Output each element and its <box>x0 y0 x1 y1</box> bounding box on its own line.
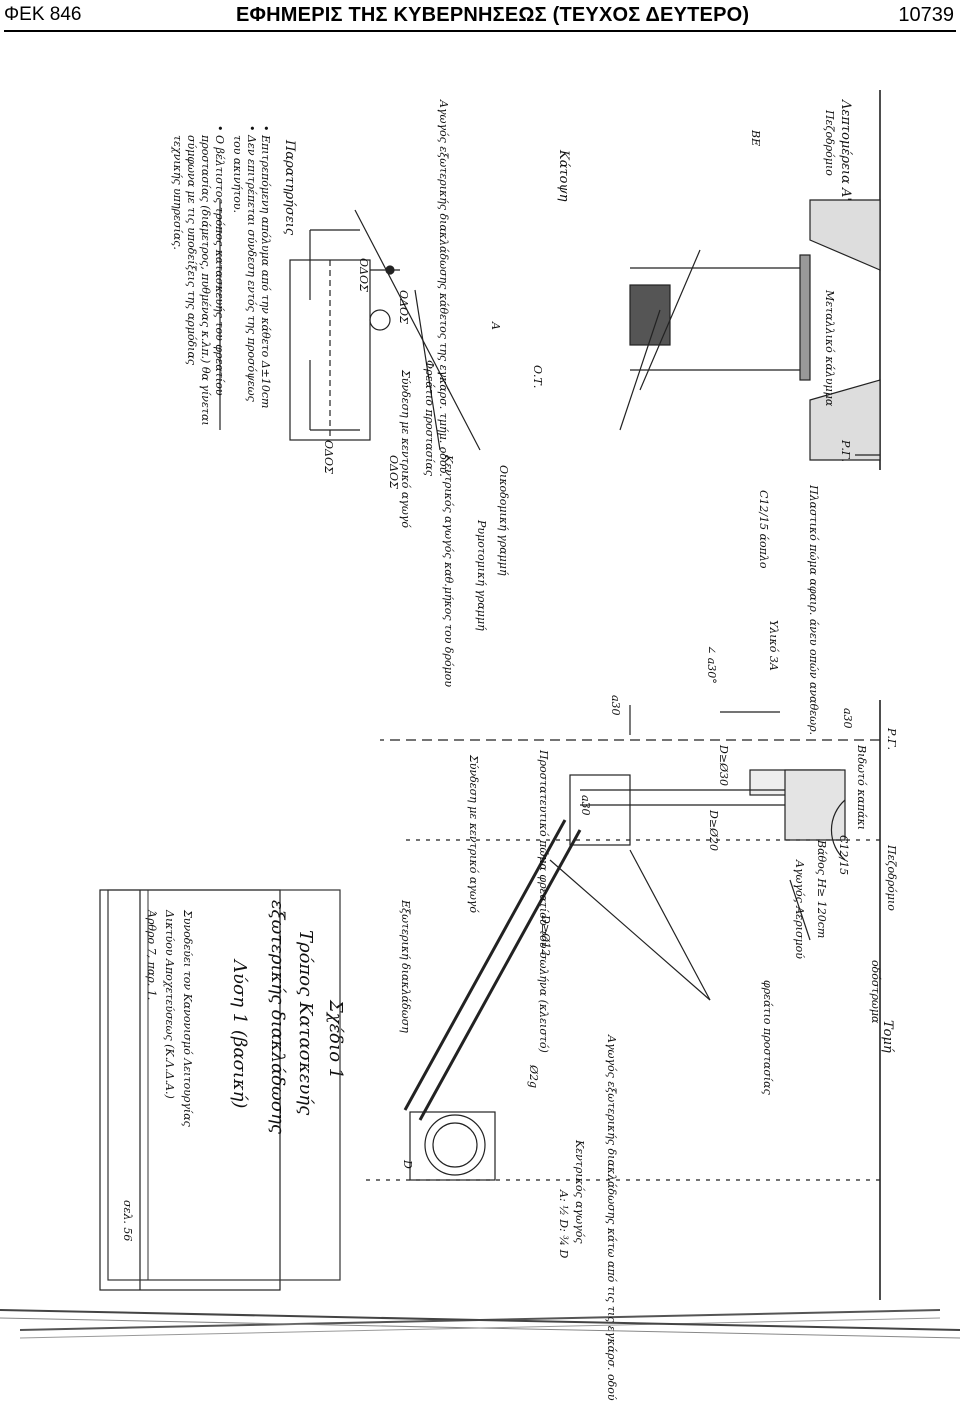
label-detail-a: Λεπτομέρεια Α' <box>838 99 853 201</box>
drawing-labels: Λεπτομέρεια Α' Πεζοδρόμιο Μεταλλικό κάλυ… <box>121 99 898 1401</box>
label-pipe-branch: Αγωγός εξωτερικής διακλάδωσης κάτω από τ… <box>605 1034 618 1401</box>
label-d-ge-012: D≥Ø12 <box>539 914 552 956</box>
label-odos-3: ΟΔΟΣ <box>397 290 410 324</box>
label-title-block-2: Τρόπος Κατασκευής <box>295 930 316 1116</box>
page-header: ΦΕΚ 846 ΕΦΗΜΕΡΙΣ ΤΗΣ ΚΥΒΕΡΝΗΣΕΩΣ (ΤΕΥΧΟΣ… <box>0 0 960 34</box>
label-main-sewer-pipe: Κεντρικός αγωγός καθ.μήκος του δρόμου <box>442 454 455 687</box>
label-plastic-plate: Πλαστικό πώμα αφαιρ. άνευ οπών αναθεωρ. <box>807 484 820 735</box>
label-street-line: Ρυμοτομική γραμμή <box>475 519 488 631</box>
label-title-block-3: εξωτερικής διακλάδωσης <box>267 900 288 1135</box>
label-pr: Ρ.Γ. <box>839 439 852 462</box>
label-a30-left: a30 <box>609 695 622 716</box>
label-road: οδόστρωμα <box>869 960 882 1024</box>
label-note-3d: τεχνικής υπηρεσίας. <box>171 135 184 250</box>
label-protect-pipe: Προστατευτικό πώμα φρεατίου του σωλήνα (… <box>537 749 550 1053</box>
label-sidewalk-2: Πεζοδρόμιο <box>885 844 898 911</box>
label-title-block-1: Σχέδιο 1 <box>325 999 346 1079</box>
label-main-pipe-2: Κεντρικός αγωγός <box>573 1139 586 1244</box>
gazette-title: ΕΦΗΜΕΡΙΣ ΤΗΣ ΚΥΒΕΡΝΗΣΕΩΣ (ΤΕΥΧΟΣ ΔΕΥΤΕΡΟ… <box>236 4 750 26</box>
gazette-issue: ΦΕΚ 846 <box>4 4 82 25</box>
label-note-2b: του ακινήτου. <box>231 135 244 213</box>
label-sheet-no: σελ. 56 <box>121 1200 134 1241</box>
scan-line <box>0 1317 960 1339</box>
label-protection-well: Φρεάτιο προστασίας <box>423 360 436 477</box>
label-note-3: • Ο βέλτιστος τρόπος κατασκευής του φρεα… <box>213 125 226 396</box>
label-d-mark: D <box>401 1159 414 1169</box>
header-rule <box>4 30 956 32</box>
plan-view <box>289 209 481 451</box>
label-depth: Βάθος H≥ 120cm <box>815 839 828 938</box>
label-c1215-side: C12/15 <box>837 835 850 875</box>
scan-line <box>0 1309 960 1331</box>
label-sewer-pipe-road: Αγωγός εξωτερικής διακλάδωσης κάθετος τη… <box>437 99 450 477</box>
label-connection-main-plan: Σύνδεση με κεντρικό αγωγό <box>399 369 412 528</box>
label-note-1: • Επιτρεπόμενη απόλυμα από την κάθετο Δ±… <box>259 125 272 408</box>
label-ot: Ο.Τ. <box>531 365 544 388</box>
label-note-3b: προστασίας (διάμετρος, πυθμένας κ.λπ.) θ… <box>199 134 212 426</box>
detail-a <box>619 90 881 470</box>
label-material: Υλικό 3Α <box>767 620 780 671</box>
label-ve: ΒΕ <box>749 129 762 146</box>
label-cap: Βιδωτό καπάκι <box>855 744 868 830</box>
label-odos-2: ΟΔΟΣ <box>322 440 335 474</box>
label-note-3c: σύμφωνα με τις υποδείξεις της αρμόδιας <box>185 135 198 366</box>
label-sidewalk: Πεζοδρόμιο <box>823 109 836 176</box>
label-metal-grate: Μεταλλικό κάλυμμα <box>823 289 836 407</box>
label-title-block-4: Λύση 1 (βασική) <box>229 958 250 1108</box>
label-building-line: Οικοδομική γραμμή <box>497 465 510 576</box>
label-title-block-5: Συνοδεύει τον Κανονισμό Λειτουργίας <box>181 909 194 1128</box>
label-c1215-concrete: C12/15 άοπλο <box>757 490 770 569</box>
label-d-ge-020: D≥Ø20 <box>707 809 720 851</box>
label-odos-4: ΟΔΟΣ <box>387 455 400 489</box>
label-connection-main: Σύνδεση με κεντρικό αγωγό <box>467 754 480 913</box>
label-plan-view: Κάτοψη <box>556 149 571 202</box>
label-title-block-7: Άρθρο 7, παρ. 1. <box>145 909 158 1000</box>
label-notes-title: Παρατηρήσεις <box>282 139 297 236</box>
label-phi: Ø2g <box>527 1064 540 1088</box>
label-a30-mid: a30 <box>579 795 592 816</box>
label-ratio: Α: ½ D: ¾ D <box>557 1189 570 1258</box>
page-number: 10739 <box>898 4 954 26</box>
label-a30-top: a30 <box>841 708 854 729</box>
title-block-frame <box>107 889 341 1281</box>
label-d-ge-30: D≥Ø30 <box>717 744 730 786</box>
label-odos-1: ΟΔΟΣ <box>357 258 370 292</box>
label-note-2: • Δεν επιτρέπεται σύνδεση εντός της προσ… <box>245 125 258 403</box>
label-a-mark: Α <box>489 321 502 330</box>
label-protect-well-right: φρεάτιο προστασίας <box>761 980 774 1096</box>
label-title-block-6: Δικτύου Αποχετεύσεως (Κ.Λ.Δ.Α.) <box>163 909 176 1099</box>
label-vent-pipe: Αγωγός Αερισμού <box>793 859 806 959</box>
label-section-road: Τομή <box>880 1020 895 1053</box>
cross-section <box>360 700 881 1300</box>
label-angle: ∠ a30° <box>705 645 718 684</box>
label-pr-2: Ρ.Γ. <box>885 727 898 750</box>
label-ext-branch: Εξωτερική διακλάδωση <box>399 899 412 1033</box>
